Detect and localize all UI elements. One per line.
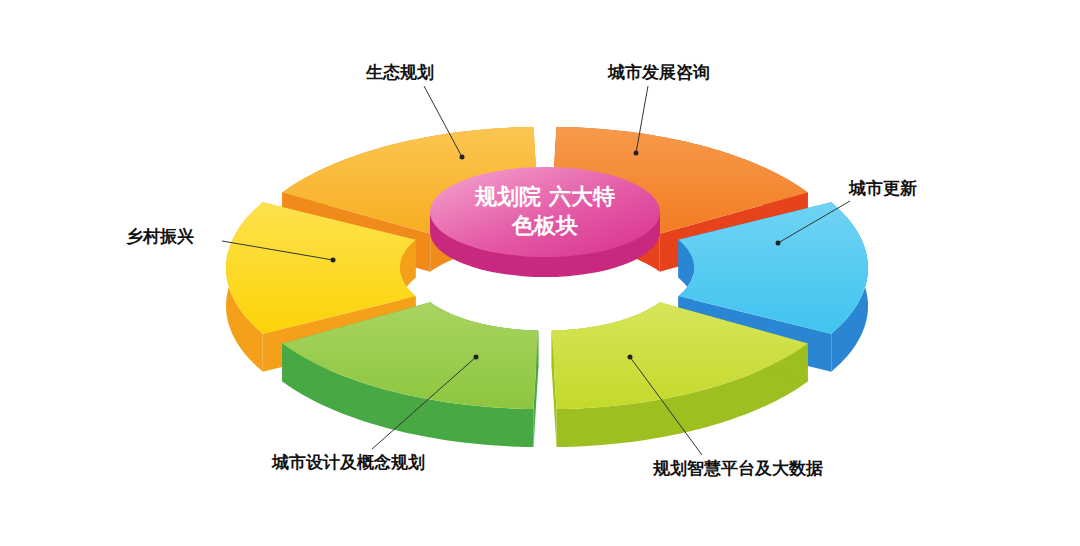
- segment-label: 乡村振兴: [126, 225, 194, 248]
- donut-segment: [282, 302, 538, 447]
- leader-dot: [460, 155, 465, 160]
- segment-label: 规划智慧平台及大数据: [653, 457, 823, 480]
- leader-dot: [776, 241, 781, 246]
- segment-label: 生态规划: [366, 61, 434, 84]
- leader-line: [630, 357, 702, 455]
- leader-dot: [628, 355, 633, 360]
- segment-label: 城市更新: [849, 177, 917, 200]
- segment-top: [282, 302, 538, 409]
- segment-label: 城市设计及概念规划: [272, 451, 425, 474]
- segment-top: [678, 202, 868, 333]
- leader-line: [424, 86, 462, 157]
- center-title: 规划院 六大特色板块: [470, 183, 620, 240]
- leader-line: [372, 357, 476, 449]
- leader-dot: [634, 151, 639, 156]
- leader-line: [636, 86, 648, 153]
- segment-top: [226, 202, 416, 333]
- segment-label: 城市发展咨询: [608, 61, 710, 84]
- center-cylinder: 规划院 六大特色板块: [425, 162, 665, 280]
- cylinder-top: [430, 167, 660, 257]
- leader-dot: [474, 355, 479, 360]
- segment-top: [552, 302, 808, 409]
- leader-dot: [331, 258, 336, 263]
- leader-line: [778, 201, 850, 243]
- leader-line: [222, 241, 333, 260]
